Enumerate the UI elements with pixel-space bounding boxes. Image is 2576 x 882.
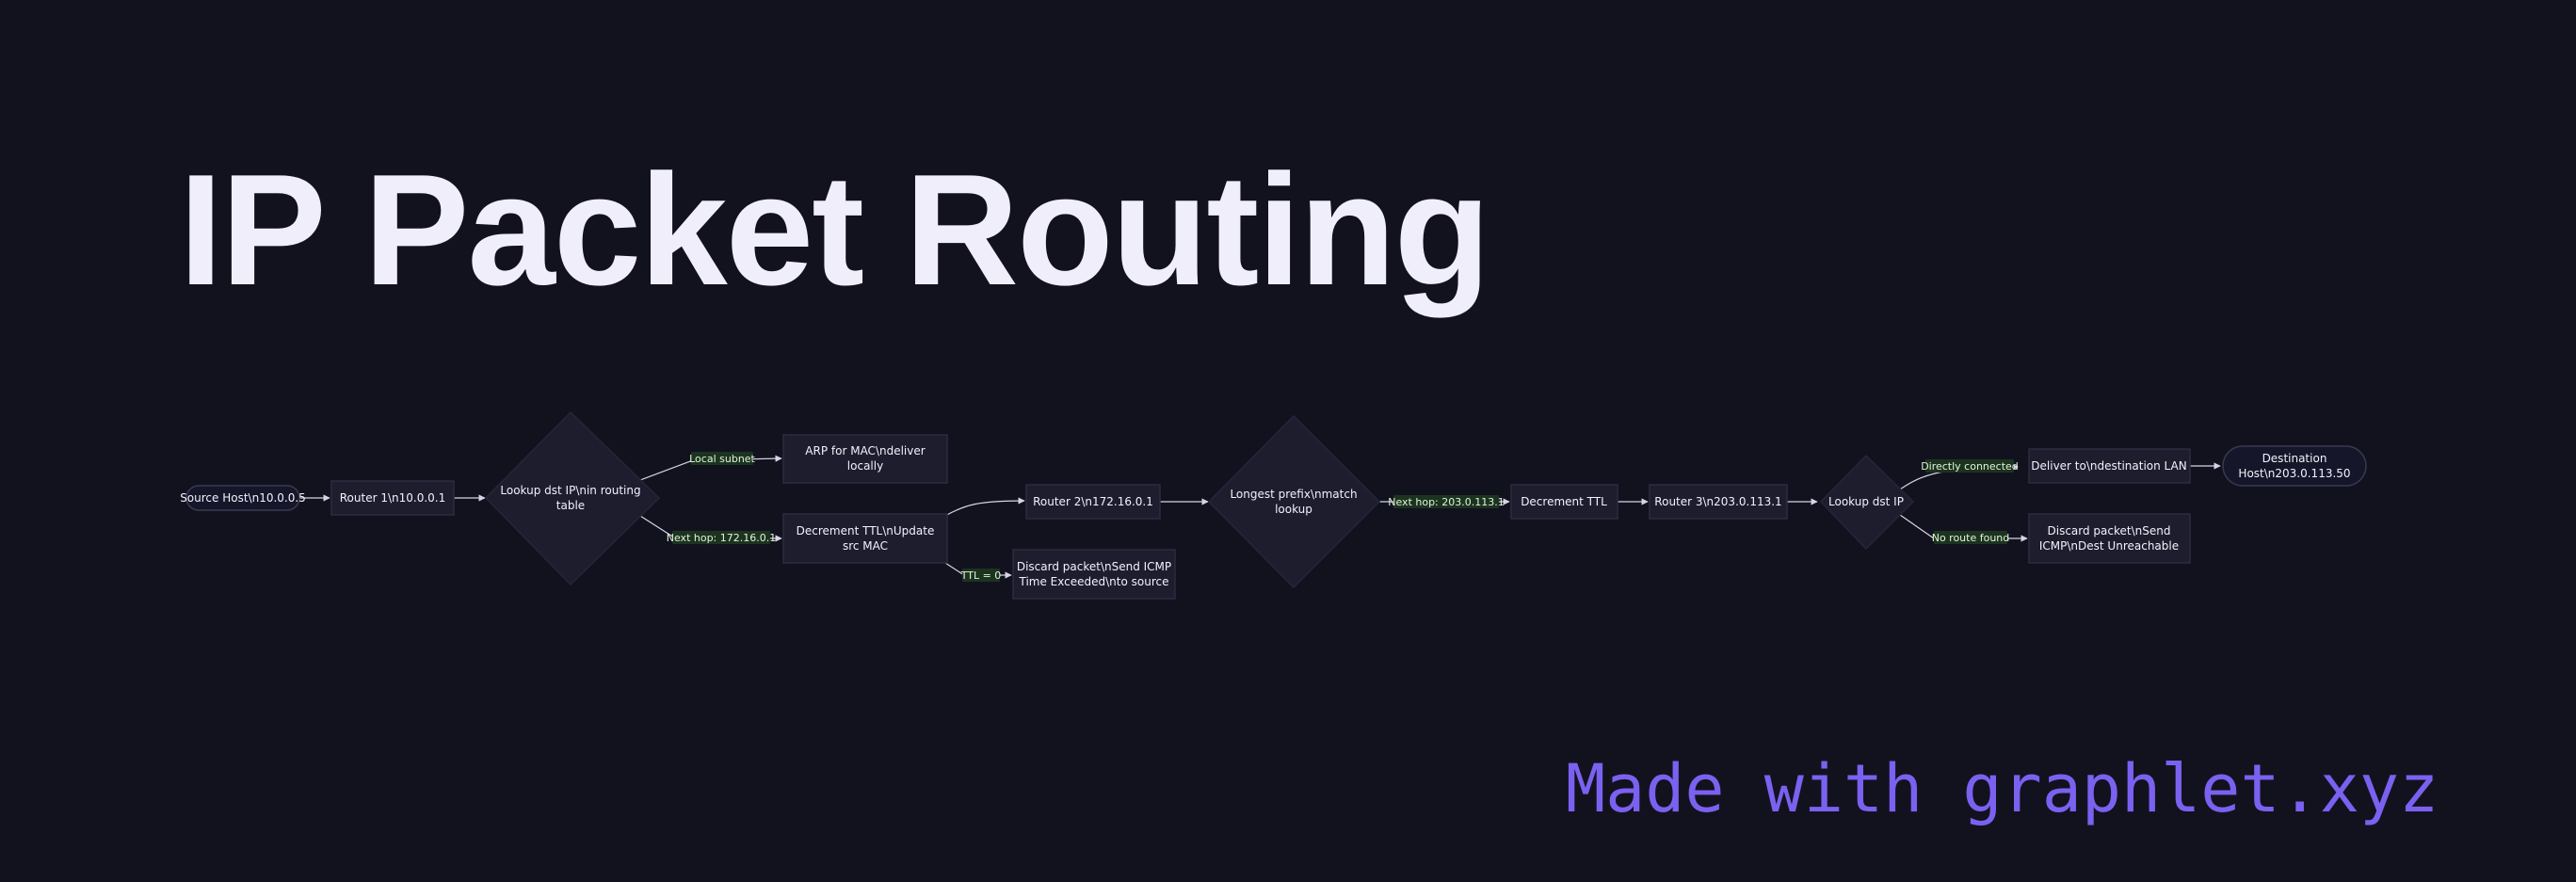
node-lpm-label-line1: Longest prefix\nmatch [1230,488,1357,501]
edge-label-ttl-zero-text: TTL = 0 [960,569,1002,582]
node-lookup-dst-ip: Lookup dst IP [1819,454,1915,551]
edge-label-next-hop-2: Next hop: 203.0.113.1 [1388,495,1505,508]
page-title: IP Packet Routing [179,141,1490,318]
node-longest-prefix-match: Longest prefix\nmatch lookup [1207,414,1381,589]
node-source-host-label: Source Host\n10.0.0.5 [180,491,306,505]
edge-label-next-hop-1-text: Next hop: 172.16.0.1 [667,532,777,544]
node-router-1-label: Router 1\n10.0.0.1 [340,491,445,505]
node-dec2-label: Decrement TTL [1521,495,1607,508]
made-with-footer: Made with graphlet.xyz [1566,750,2439,827]
node-discard1-label-line1: Discard packet\nSend ICMP [1017,560,1171,573]
edge-label-directly-connected: Directly connected [1921,459,2019,473]
node-discard3-label-line2: ICMP\nDest Unreachable [2039,539,2179,553]
node-router-3-label: Router 3\n203.0.113.1 [1654,495,1781,508]
node-dec1-label-line1: Decrement TTL\nUpdate [797,524,935,537]
node-discard3-label-line1: Discard packet\nSend [2048,524,2171,537]
node-decrement-ttl: Decrement TTL [1510,484,1618,520]
node-dest-label-line2: Host\n203.0.113.50 [2238,467,2350,480]
node-lookup3-label: Lookup dst IP [1828,495,1904,508]
node-deliver-label: Deliver to\ndestination LAN [2031,459,2186,473]
edge-label-ttl-zero: TTL = 0 [960,569,1002,582]
node-router-1: Router 1\n10.0.0.1 [330,480,455,516]
node-discard1-label-line2: Time Exceeded\nto source [1019,575,1169,588]
node-lookup-dst-ip-routing: Lookup dst IP\nin routing table [484,410,661,586]
node-lookup1-label-line2: table [556,499,585,512]
edge-label-next-hop-1: Next hop: 172.16.0.1 [667,531,777,544]
edge-label-directly-connected-text: Directly connected [1921,460,2019,473]
node-discard-dest-unreachable: Discard packet\nSend ICMP\nDest Unreacha… [2028,513,2191,564]
node-deliver-destination-lan: Deliver to\ndestination LAN [2028,448,2191,484]
edge-label-no-route-text: No route found [1932,532,2010,544]
node-lpm-label-line2: lookup [1275,503,1312,516]
edge-label-next-hop-2-text: Next hop: 203.0.113.1 [1388,496,1505,508]
node-dec1-label-line2: src MAC [843,539,888,553]
node-lookup1-label-line1: Lookup dst IP\nin routing [500,484,640,497]
node-destination-host: Destination Host\n203.0.113.50 [2222,445,2367,487]
node-source-host: Source Host\n10.0.0.5 [180,485,306,511]
edge-label-no-route: No route found [1932,531,2010,544]
edge-dec1-router2 [944,497,1025,517]
edge-label-local-subnet-text: Local subnet [689,453,755,465]
edge-label-local-subnet: Local subnet [689,452,756,465]
node-arp-label-line1: ARP for MAC\ndeliver [805,444,925,457]
node-discard-time-exceeded: Discard packet\nSend ICMP Time Exceeded\… [1012,549,1176,600]
node-router-2: Router 2\n172.16.0.1 [1025,484,1161,520]
node-decrement-ttl-update-mac: Decrement TTL\nUpdate src MAC [782,513,948,564]
node-arp-label-line2: locally [847,459,883,473]
node-arp-deliver-locally: ARP for MAC\ndeliver locally [782,434,948,484]
node-router-2-label: Router 2\n172.16.0.1 [1033,495,1153,508]
node-router-3: Router 3\n203.0.113.1 [1649,484,1788,520]
node-dest-label-line1: Destination [2262,452,2327,465]
